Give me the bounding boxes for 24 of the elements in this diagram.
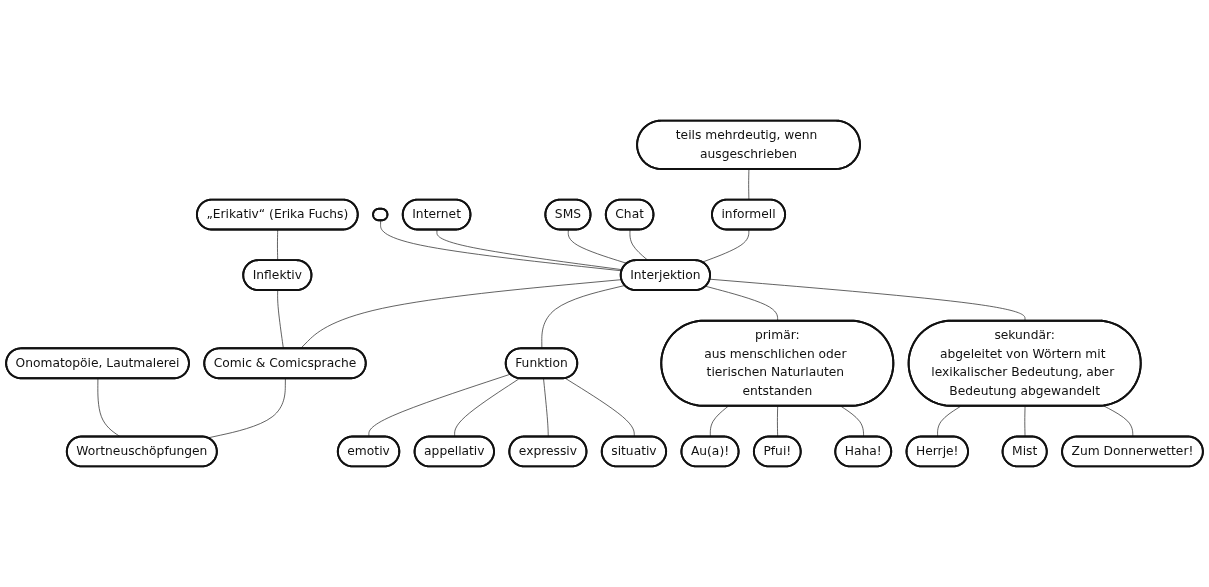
bubble: appellativ — [413, 435, 495, 468]
bubble: informell — [711, 198, 787, 231]
bubble: Interjektion — [619, 259, 711, 291]
bubble: Au(a)! — [680, 435, 740, 468]
bubble: emotiv — [336, 435, 401, 468]
bubble: Comic & Comicsprache — [203, 347, 367, 380]
bubble: Mist — [1001, 435, 1048, 468]
bubble: Onomatopöie, Lautmalerei — [5, 347, 190, 380]
bubble: Wortneuschöpfungen — [65, 435, 218, 468]
bubble: Internet — [401, 198, 472, 231]
bubble: teils mehrdeutig, wenn ausgeschrieben — [636, 119, 861, 170]
bubble: Haha! — [834, 435, 893, 468]
bubble: Chat — [604, 198, 655, 231]
bubble: Inflektiv — [242, 259, 313, 291]
bubble: situativ — [600, 435, 668, 468]
bubble: Pfui! — [752, 435, 802, 468]
bubble: „Erikativ“ (Erika Fuchs) — [196, 198, 359, 231]
bubble: Herrje! — [905, 435, 969, 468]
bubble: primär: aus menschlichen oder tierischen Naturlauten entstanden — [660, 319, 895, 407]
bubble: SMS — [544, 198, 592, 231]
bubble: Zum Donnerwetter! — [1061, 435, 1204, 468]
bubble: expressiv — [508, 435, 588, 468]
bubble: sekundär: abgeleitet von Wörtern mit lexikalischer Bedeutung, aber Bedeutung abgewandelt — [907, 319, 1142, 407]
bubble: Funktion — [504, 347, 579, 380]
